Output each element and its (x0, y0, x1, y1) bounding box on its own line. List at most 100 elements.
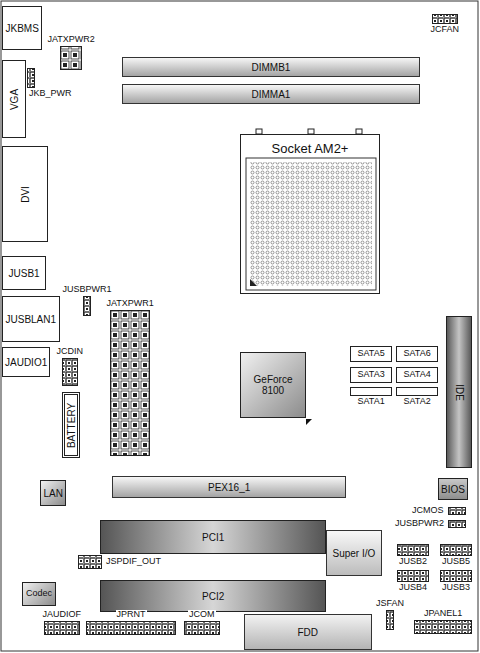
part-label: Socket AM2+ (270, 142, 351, 156)
header-pins (440, 544, 472, 556)
port-connector: VGA (2, 60, 26, 138)
header-pins (432, 14, 458, 24)
header-pins (184, 621, 220, 635)
header-pins (62, 358, 78, 386)
part-label: PCI1 (202, 532, 224, 543)
fan-header: JSFAN (386, 610, 394, 630)
sata-connector: SATA6 (396, 346, 438, 362)
part-label: PCI2 (202, 591, 224, 602)
part-label: JSFAN (375, 599, 405, 609)
io-chip: Super I/O (326, 530, 382, 576)
panel-header: JPANEL1 (414, 620, 472, 634)
part-label: SATA4 (404, 370, 431, 380)
fan-header: JCFAN (432, 14, 458, 24)
part-label: JAUDIOF (42, 610, 83, 620)
part-label: DIMMA1 (252, 89, 291, 100)
header-pins (414, 620, 472, 634)
part-label: JCOM (188, 610, 216, 620)
part-label: JKBMS (6, 23, 39, 34)
part-label: JCFAN (430, 25, 461, 35)
part-label: JUSBLAN1 (6, 314, 57, 325)
part-label: Codec (26, 589, 52, 599)
part-label: IDE (453, 384, 464, 401)
cpu-socket: Socket AM2+ (240, 134, 380, 294)
part-label: SATA1 (357, 397, 386, 407)
part-label: JKB_PWR (28, 89, 73, 99)
bios-chip: BIOS (438, 478, 468, 500)
header-pins (27, 68, 35, 88)
jumper: JCMOS (448, 507, 466, 515)
pin-header: JCDIN (62, 358, 78, 386)
part-label: GeForce 8100 (245, 374, 301, 396)
part-label: Super I/O (333, 548, 376, 559)
sata-connector: SATA1 (350, 387, 392, 396)
memory-slot: DIMMB1 (122, 57, 420, 77)
header-pins (78, 555, 102, 569)
part-label: JAUDIO1 (5, 357, 47, 368)
sata-connector: SATA2 (396, 387, 438, 396)
jumper: JUSBPWR2 (448, 520, 466, 528)
header-pins (110, 310, 150, 456)
port-connector: JKBMS (2, 6, 42, 50)
chipset: GeForce 8100 (240, 352, 306, 418)
part-label: DIMMB1 (252, 62, 291, 73)
part-label: JUSBPWR2 (394, 519, 445, 529)
part-label: JSPDIF_OUT (105, 557, 162, 567)
port-connector: JUSB1 (2, 256, 46, 290)
memory-slot: DIMMA1 (122, 84, 420, 104)
part-label: JCMOS (411, 506, 445, 516)
ide-connector: IDE (446, 316, 472, 468)
part-label: SATA6 (404, 349, 431, 359)
audio-header: JAUDIOF (44, 621, 80, 635)
part-label: JCDIN (56, 347, 85, 357)
header-pins (386, 610, 394, 630)
part-label: SATA5 (358, 349, 385, 359)
header-pins (44, 621, 80, 635)
header-pins (83, 296, 91, 316)
part-label: JUSBPWR1 (62, 285, 113, 295)
part-label: FDD (298, 627, 319, 638)
part-label: JUSB2 (398, 557, 428, 567)
usb-header: JUSB3 (440, 570, 472, 582)
sata-connector: SATA3 (350, 367, 392, 383)
pci-slot: PCI2 (100, 580, 326, 612)
port-connector: JAUDIO1 (2, 347, 50, 377)
part-label: SATA3 (358, 370, 385, 380)
part-label: LAN (44, 488, 63, 499)
part-label: JUSB3 (441, 583, 471, 593)
socket-pins (250, 162, 372, 286)
pci-slot: PCI1 (100, 520, 326, 554)
chip-mark (306, 419, 312, 425)
spdif-header: JSPDIF_OUT (78, 555, 102, 569)
socket-frame (246, 158, 376, 290)
port-connector: DVI (2, 146, 48, 242)
part-label: JATXPWR1 (106, 299, 155, 309)
part-label: JUSB1 (9, 268, 40, 279)
pin1-mark (250, 279, 257, 286)
part-label: JATXPWR2 (47, 35, 96, 45)
part-label: JPANEL1 (423, 609, 463, 619)
header-pins (397, 570, 429, 582)
com-header: JCOM (184, 621, 220, 635)
port-connector: JUSBLAN1 (2, 296, 60, 342)
codec-chip: Codec (22, 582, 56, 606)
header-pins (440, 570, 472, 582)
header-pins (60, 46, 82, 70)
part-label: SATA2 (403, 397, 432, 407)
usb-header: JUSB2 (397, 544, 429, 556)
part-label: BIOS (441, 484, 465, 495)
part-label: JUSB5 (441, 557, 471, 567)
header-pins (448, 520, 466, 528)
expansion-slot: PEX16_1 (112, 476, 346, 498)
floppy-connector: FDD (244, 614, 372, 650)
header-pins (86, 621, 176, 635)
part-label: PEX16_1 (208, 482, 250, 493)
usb-header: JUSB5 (440, 544, 472, 556)
battery: BATTERY (62, 392, 80, 458)
sata-connector: SATA5 (350, 346, 392, 362)
lan-chip: LAN (40, 480, 66, 506)
usb-header: JUSB4 (397, 570, 429, 582)
pin-header: JUSBPWR1 (83, 296, 91, 316)
